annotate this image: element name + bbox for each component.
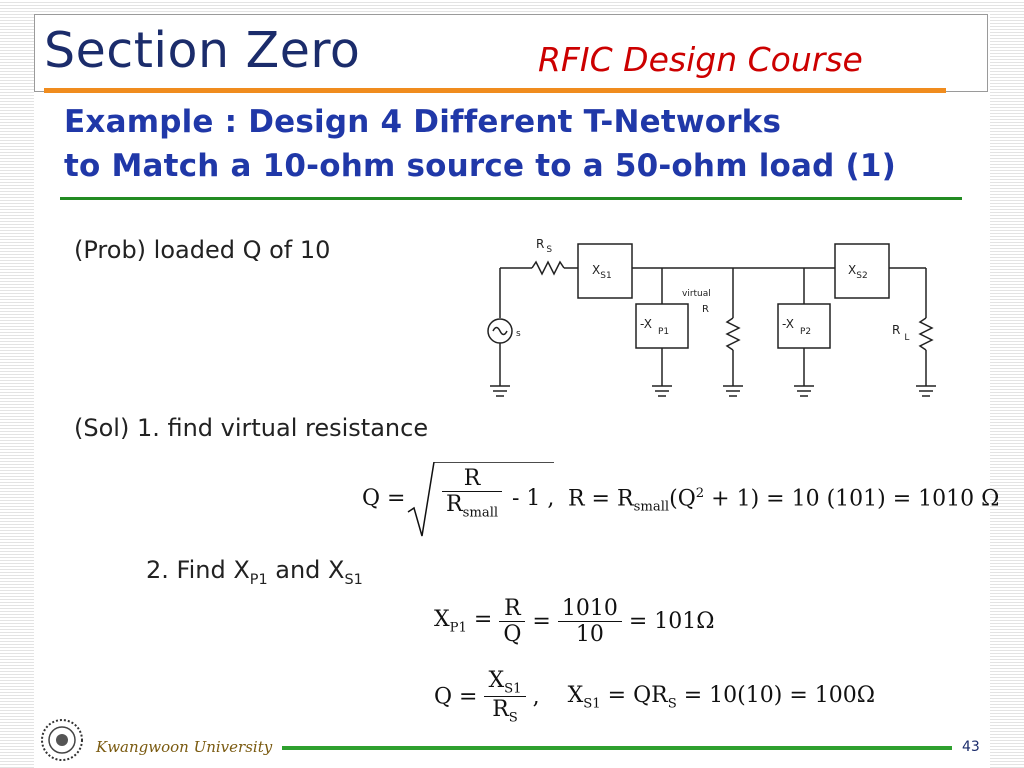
solution-step2: 2. Find XP1 and XS1	[146, 556, 363, 588]
slide-panel	[34, 14, 990, 768]
xs2-label: XS2	[848, 263, 868, 281]
solution-step1: (Sol) 1. find virtual resistance	[74, 414, 429, 442]
footer-university: Kwangwoon University	[96, 738, 273, 756]
footer-divider	[282, 746, 952, 750]
example-heading-line1: Example : Design 4 Different T-Networks	[64, 104, 782, 140]
xs1-equation: Q = XS1 RS , XS1 = QRS = 10(10) = 100Ω	[434, 668, 875, 726]
virtual-r-label: R	[702, 304, 709, 315]
source-label: s	[516, 329, 521, 339]
xp1-label: -XP1	[640, 317, 669, 337]
source-resistor-icon	[531, 260, 565, 276]
problem-statement: (Prob) loaded Q of 10	[74, 236, 331, 264]
example-divider	[60, 197, 962, 200]
virtual-label: virtual	[682, 289, 711, 299]
page-number: 43	[962, 739, 980, 755]
example-heading-line2: to Match a 10-ohm source to a 50-ohm loa…	[64, 148, 897, 184]
example-heading: Example : Design 4 Different T-Networks …	[64, 100, 896, 188]
rl-label: RL	[892, 323, 909, 343]
load-resistor-icon	[918, 317, 934, 351]
xs1-label: XS1	[592, 263, 612, 281]
header-divider	[44, 88, 946, 93]
radical-sign	[407, 462, 554, 537]
section-title: Section Zero	[44, 22, 361, 79]
university-seal-icon	[41, 719, 83, 761]
virtual-resistor-icon	[725, 317, 741, 351]
xp2-label: -XP2	[782, 317, 811, 337]
xp1-equation: XP1 = R Q = 1010 10 = 101Ω	[434, 596, 715, 647]
course-title: RFIC Design Course	[538, 40, 863, 79]
